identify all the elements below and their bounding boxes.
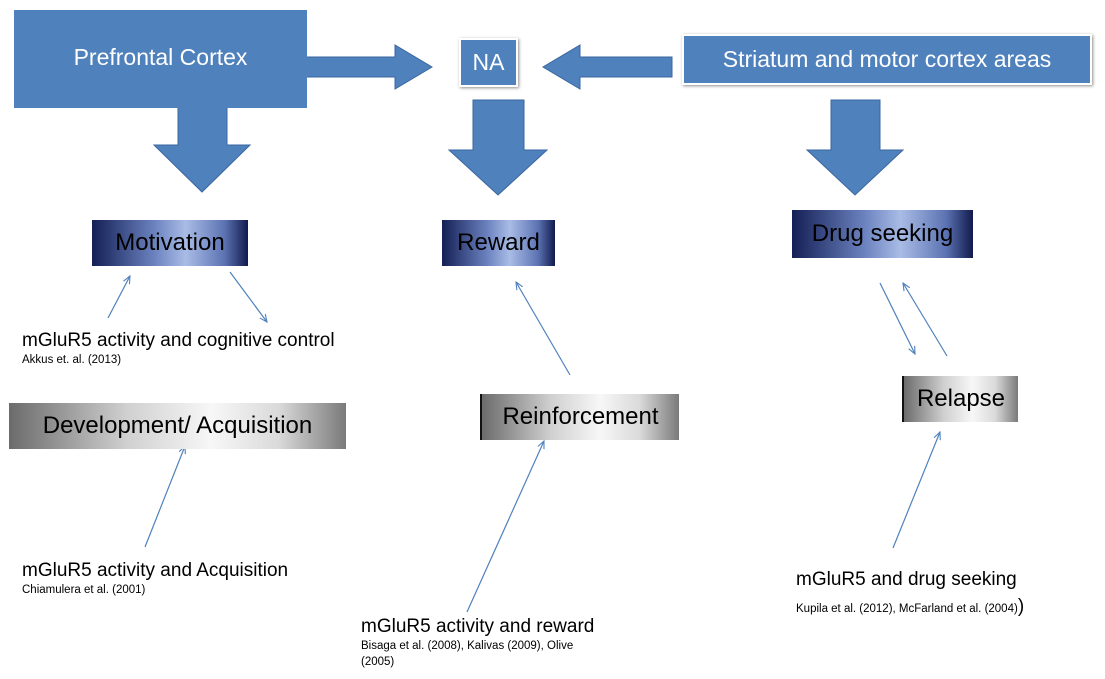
striatum-box: Striatum and motor cortex areas [682, 34, 1092, 85]
reward-evidence-text: mGluR5 activity and reward [361, 616, 595, 637]
prefrontal-cortex-label: Prefrontal Cortex [73, 43, 248, 70]
drug-seeking-citation-row: Kupila et al. (2012), McFarland et al. (… [796, 596, 1025, 617]
relapse-label: Relapse [916, 385, 1006, 412]
arrow-evidence-to-motivation [107, 276, 130, 319]
na-box: NA [459, 38, 518, 87]
striatum-label: Striatum and motor cortex areas [722, 46, 1052, 72]
cognitive-control-text: mGluR5 activity and cognitive control [22, 330, 335, 351]
reward-label: Reward [457, 229, 540, 256]
acquisition-citation: Chiamulera et al. (2001) [22, 584, 146, 596]
cognitive-control-citation: Akkus et. al. (2013) [22, 354, 122, 366]
arrow-motivation-to-evidence [229, 271, 267, 322]
na-label: NA [472, 49, 505, 75]
reward-citation-line2: (2005) [361, 656, 395, 668]
arrow-na-to-reward [447, 99, 549, 196]
arrow-reinforcement-to-reward [516, 282, 571, 376]
acquisition-text: mGluR5 activity and Acquisition [22, 560, 289, 581]
motivation-box: Motivation [92, 220, 248, 266]
motivation-label: Motivation [115, 229, 225, 256]
reward-evidence: mGluR5 activity and reward Bisaga et al.… [361, 616, 594, 670]
arrow-drug-seeking-to-relapse [879, 282, 915, 354]
drug-seeking-evidence: mGluR5 and drug seeking Kupila et al. (2… [796, 569, 1024, 617]
development-acquisition-box: Development/ Acquisition [9, 403, 346, 449]
drug-seeking-citation: Kupila et al. (2012), McFarland et al. (… [796, 603, 1018, 615]
cognitive-control-evidence: mGluR5 activity and cognitive control Ak… [22, 330, 335, 368]
reward-box: Reward [442, 220, 555, 266]
arrow-drug-seeking-evidence-to-relapse [892, 432, 940, 549]
arrow-striatum-to-na [542, 44, 673, 90]
arrow-striatum-to-drug-seeking [805, 99, 905, 196]
drug-seeking-closing-paren: ) [1017, 596, 1025, 617]
arrow-acquisition-evidence-to-development [144, 446, 185, 548]
reward-citation-line1: Bisaga et al. (2008), Kalivas (2009), Ol… [361, 640, 574, 652]
arrow-relapse-to-drug-seeking [903, 283, 948, 357]
acquisition-evidence: mGluR5 activity and Acquisition Chiamule… [22, 560, 288, 598]
drug-seeking-box: Drug seeking [792, 210, 973, 258]
reinforcement-box: Reinforcement [480, 394, 679, 440]
reinforcement-label: Reinforcement [502, 403, 659, 430]
relapse-box: Relapse [902, 376, 1018, 422]
drug-seeking-evidence-text: mGluR5 and drug seeking [796, 569, 1017, 590]
arrow-prefrontal-to-na [304, 44, 433, 90]
drug-seeking-label: Drug seeking [811, 220, 954, 247]
arrow-reward-evidence-to-reinforcement [466, 441, 544, 613]
prefrontal-cortex-box: Prefrontal Cortex [14, 10, 307, 108]
development-acquisition-label: Development/ Acquisition [42, 412, 313, 439]
